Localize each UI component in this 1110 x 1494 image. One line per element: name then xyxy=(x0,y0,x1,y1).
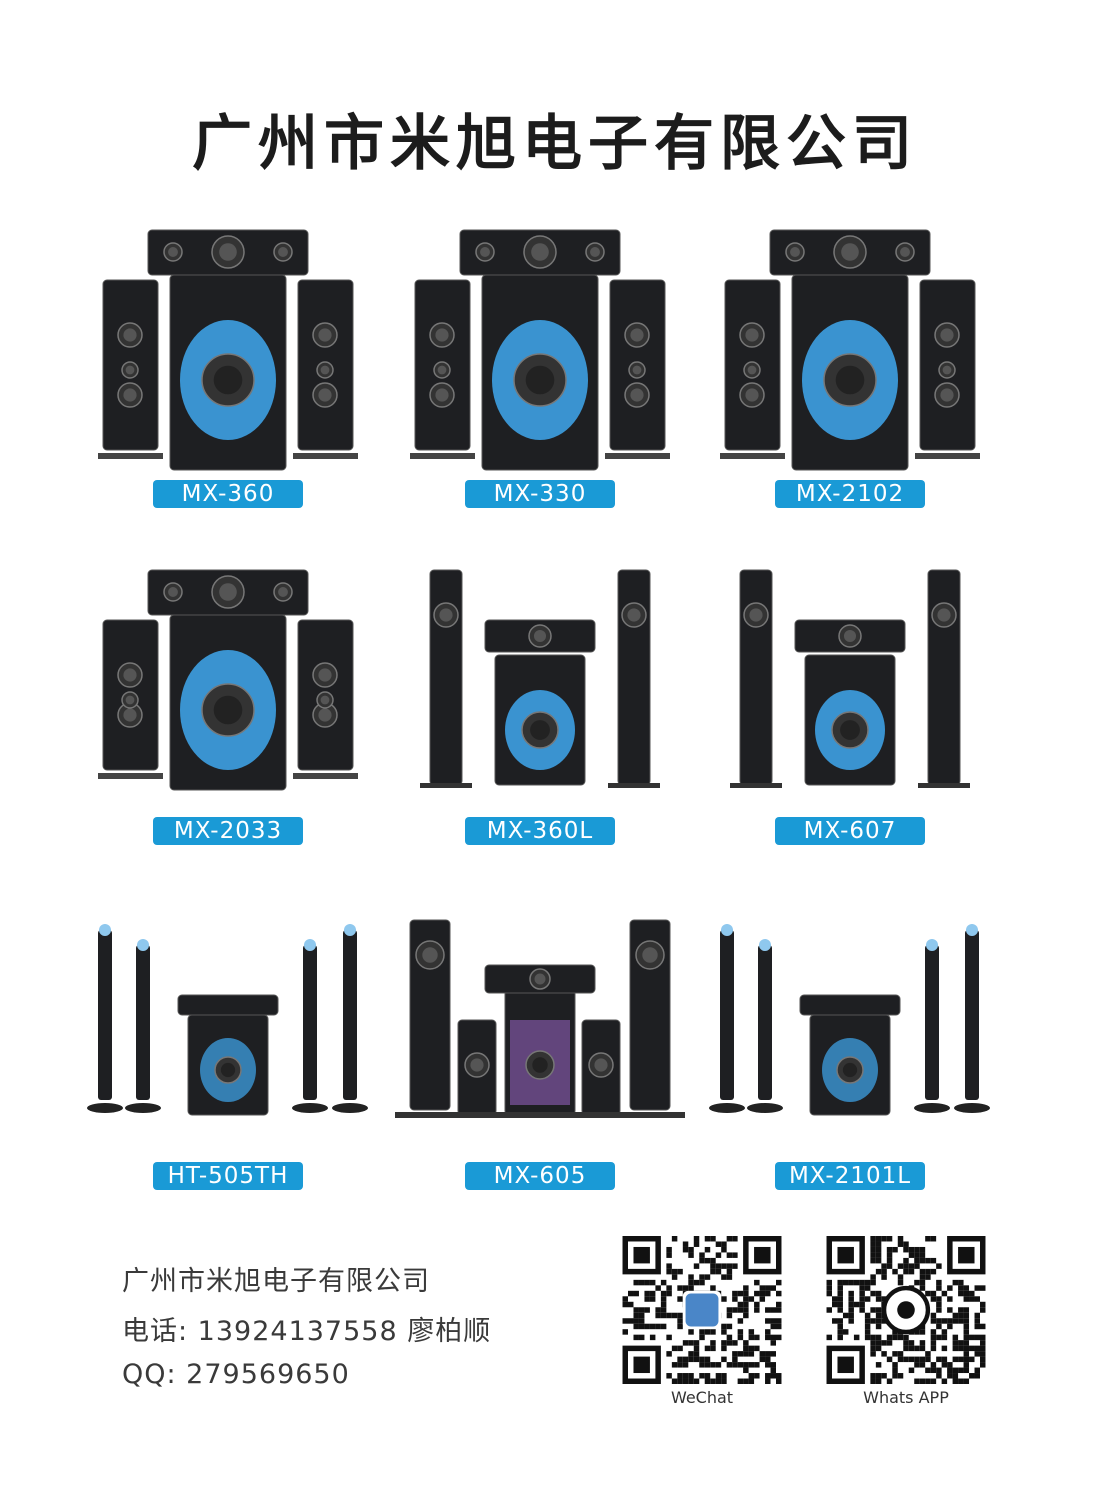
speaker-system-image xyxy=(87,924,368,1116)
speaker-system-image xyxy=(720,229,980,471)
subwoofer xyxy=(494,654,586,786)
subwoofer xyxy=(791,274,909,471)
product-card[interactable] xyxy=(700,915,1000,1130)
wechat-avatar-icon xyxy=(682,1290,722,1330)
product-card[interactable] xyxy=(390,225,690,475)
subwoofer xyxy=(481,274,599,471)
speaker-system-image xyxy=(98,569,358,791)
subwoofer xyxy=(804,654,896,786)
right-satellite-speaker xyxy=(297,619,354,771)
subwoofer xyxy=(809,1014,891,1116)
product-card[interactable] xyxy=(390,915,690,1130)
model-label: HT-505TH xyxy=(153,1162,303,1190)
subwoofer xyxy=(504,989,576,1116)
left-satellite-speaker xyxy=(414,279,471,451)
model-label: MX-2101L xyxy=(775,1162,925,1190)
tube-tower-speaker xyxy=(747,939,783,1113)
right-satellite-speaker xyxy=(919,279,976,451)
tube-tower-speaker xyxy=(709,924,745,1113)
speaker-system-image xyxy=(730,569,970,788)
subwoofer xyxy=(169,614,287,791)
tube-tower-speaker xyxy=(87,924,123,1113)
model-label: MX-360L xyxy=(465,817,615,845)
tube-tower-speaker xyxy=(125,939,161,1113)
tube-tower-speaker xyxy=(954,924,990,1113)
right-front-tower xyxy=(629,919,671,1111)
product-card[interactable] xyxy=(390,565,690,795)
left-front-tower xyxy=(409,919,451,1111)
left-satellite-speaker xyxy=(724,279,781,451)
whatsapp-icon xyxy=(881,1285,931,1335)
right-rear-speaker xyxy=(581,1019,621,1116)
center-speaker xyxy=(484,964,596,994)
model-label: MX-607 xyxy=(775,817,925,845)
subwoofer xyxy=(187,1014,269,1116)
product-card[interactable] xyxy=(700,565,1000,795)
product-card[interactable] xyxy=(78,565,378,795)
center-speaker xyxy=(459,229,621,276)
page-title: 广州市米旭电子有限公司 xyxy=(192,109,918,179)
right-satellite-speaker xyxy=(609,279,666,451)
speaker-system-image xyxy=(420,569,660,788)
center-speaker xyxy=(769,229,931,276)
center-speaker xyxy=(177,994,279,1016)
subwoofer xyxy=(169,274,287,471)
model-label: MX-2033 xyxy=(153,817,303,845)
contact-qq: QQ: 279569650 xyxy=(122,1359,350,1390)
speaker-system-image xyxy=(395,919,685,1118)
model-label: MX-360 xyxy=(153,480,303,508)
right-satellite-speaker xyxy=(297,279,354,451)
product-card[interactable] xyxy=(700,225,1000,475)
left-tower-speaker xyxy=(739,569,773,786)
speaker-system-image xyxy=(410,229,670,471)
tube-tower-speaker xyxy=(292,939,328,1113)
speaker-system-image xyxy=(98,229,358,471)
contact-company: 广州市米旭电子有限公司 xyxy=(122,1266,430,1297)
right-tower-speaker xyxy=(927,569,961,786)
product-card[interactable] xyxy=(78,915,378,1130)
left-satellite-speaker xyxy=(102,619,159,771)
tube-tower-speaker xyxy=(332,924,368,1113)
model-label: MX-605 xyxy=(465,1162,615,1190)
center-speaker xyxy=(794,619,906,653)
whatsapp-label: Whats APP xyxy=(863,1388,949,1407)
left-satellite-speaker xyxy=(102,279,159,451)
tube-tower-speaker xyxy=(914,939,950,1113)
contact-phone: 电话: 13924137558 廖柏顺 xyxy=(122,1316,492,1347)
center-speaker xyxy=(147,569,309,616)
speaker-system-image xyxy=(709,924,990,1116)
model-label: MX-330 xyxy=(465,480,615,508)
left-rear-speaker xyxy=(457,1019,497,1116)
center-speaker xyxy=(147,229,309,276)
model-label: MX-2102 xyxy=(775,480,925,508)
center-speaker xyxy=(799,994,901,1016)
left-tower-speaker xyxy=(429,569,463,786)
right-tower-speaker xyxy=(617,569,651,786)
wechat-qr-code[interactable] xyxy=(622,1236,782,1384)
whatsapp-qr-code[interactable] xyxy=(826,1236,986,1384)
wechat-label: WeChat xyxy=(670,1388,734,1407)
center-speaker xyxy=(484,619,596,653)
product-card[interactable] xyxy=(78,225,378,475)
